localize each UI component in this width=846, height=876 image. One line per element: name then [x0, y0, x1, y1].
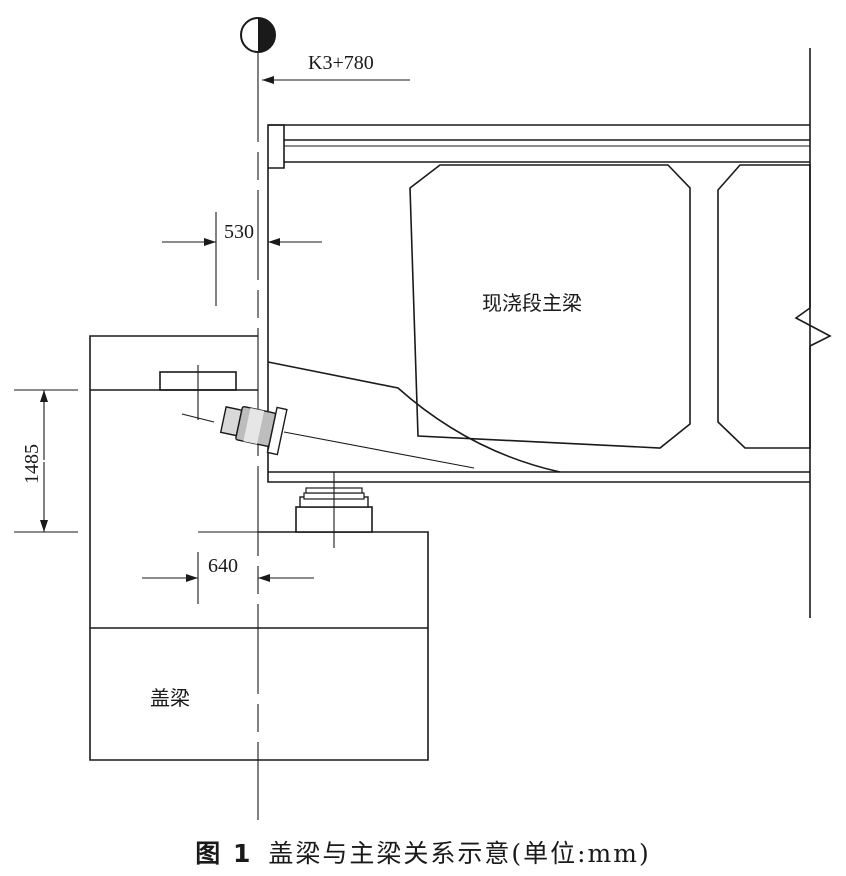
figure-number: 图 1	[195, 839, 253, 868]
dimension-1485-label: 1485	[21, 444, 43, 484]
dimension-640-label: 640	[208, 555, 238, 577]
station-label: K3+780	[308, 52, 374, 74]
dimension-640	[142, 552, 314, 604]
cast-in-place-girder	[267, 124, 811, 483]
cap-beam-girder-drawing: K3+780 现浇段主梁 530 盖梁	[14, 17, 832, 820]
dimension-1485	[14, 389, 78, 533]
dimension-530-label: 530	[224, 221, 254, 243]
station-marker-icon	[240, 17, 276, 53]
caption-text: 盖梁与主梁关系示意(单位:mm)	[268, 839, 651, 868]
cap-beam-label: 盖梁	[150, 686, 190, 710]
jack-device	[181, 405, 475, 469]
figure-caption: 图 1 盖梁与主梁关系示意(单位:mm)	[0, 834, 846, 870]
cap-beam	[89, 335, 429, 761]
girder-label: 现浇段主梁	[482, 291, 582, 315]
bearing	[295, 472, 373, 548]
dimension-530	[162, 212, 322, 306]
break-symbol	[794, 307, 832, 347]
